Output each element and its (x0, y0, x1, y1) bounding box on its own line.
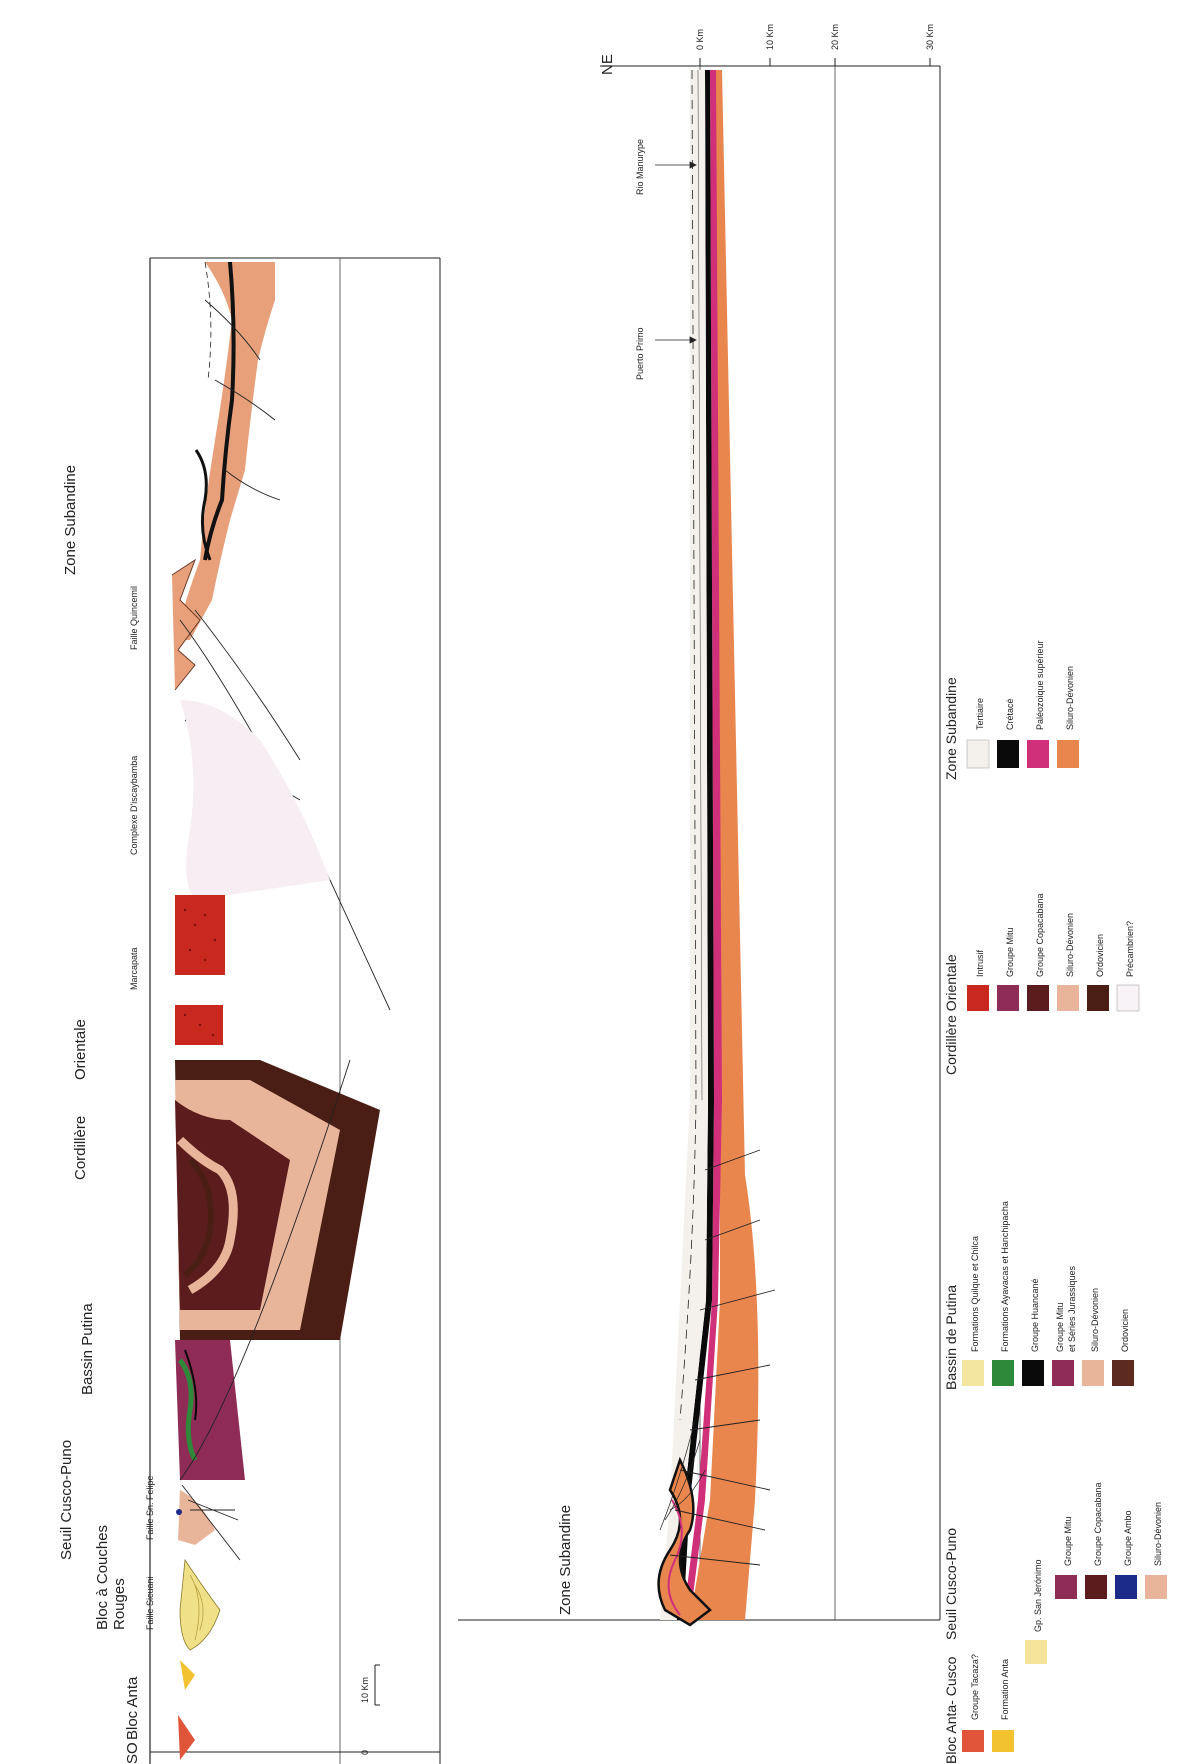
zone-bloc-couches-rouges-label-1: Bloc à Couches (94, 1525, 111, 1630)
zone-bassin-label: Bassin Putina (79, 1303, 96, 1395)
faille-quincemil-label: Faille Quincemil (129, 586, 139, 650)
right-cross-section (458, 58, 940, 1625)
legend-label: Siluro-Dévonien (1153, 1502, 1163, 1566)
depth-label-10: 10 Km (765, 24, 775, 50)
legend-label: Tertiaire (975, 698, 985, 730)
putina-mitu-body (175, 1340, 245, 1480)
legend-label: Groupe Huancané (1030, 1278, 1040, 1352)
legend-label: Crétacé (1005, 698, 1015, 730)
bloc-anta-fold (180, 1660, 195, 1690)
legend-swatch (992, 1730, 1014, 1752)
legend-label: Groupe Mitu (1063, 1516, 1073, 1566)
faille-sicuani-label: Faille Sicuani (145, 1576, 155, 1630)
zone-bloc-couches-rouges-label-2: Rouges (111, 1578, 128, 1630)
orientation-so-label: SO (124, 1742, 141, 1764)
legend-swatch (967, 985, 989, 1011)
legend-group-zone-subandine: Tertiaire Crétacé Paléozoique supérieur … (967, 640, 1079, 768)
legend-swatch (1025, 1640, 1047, 1664)
orientation-ne-label: NE (599, 54, 616, 75)
legend-label: Siluro-Dévonien (1090, 1288, 1100, 1352)
legend-swatch (1117, 985, 1139, 1011)
legend-swatch (1082, 1360, 1104, 1386)
puerto-primo-label: Puerto Primo (635, 327, 645, 380)
legend-swatch (962, 1360, 984, 1386)
legend-title-zone-subandine: Zone Subandine (943, 677, 959, 780)
scale-bar (375, 1665, 380, 1705)
rio-manurype-label: Rio Manurype (635, 139, 645, 195)
legend-label: Gp. San Jerónimo (1033, 1559, 1043, 1632)
right-zone-subandine-label: Zone Subandine (557, 1505, 574, 1615)
legend-swatch (1115, 1575, 1137, 1599)
legend-group-bassin-putina: Formations Quilque et Chilca Formations … (962, 1201, 1134, 1386)
cordillere-precambrien-body (180, 700, 330, 900)
legend-title-bassin-putina: Bassin de Putina (943, 1285, 959, 1390)
right-location-arrows (655, 162, 696, 343)
legend: Bloc Anta- Cusco Groupe Tacaza? Formatio… (943, 640, 1167, 1764)
legend-swatch (1057, 740, 1079, 768)
legend-swatch (1112, 1360, 1134, 1386)
legend-label-line2: et Séries Jurassiques (1067, 1265, 1077, 1352)
zone-cordillere-label-1: Cordillère (72, 1116, 89, 1180)
legend-swatch (997, 740, 1019, 768)
legend-title-seuil-cusco-puno: Seuil Cusco-Puno (943, 1528, 959, 1640)
legend-label: Siluro-Dévonien (1065, 666, 1075, 730)
legend-label: Groupe Ambo (1123, 1510, 1133, 1566)
left-cross-section (150, 258, 440, 1764)
zone-cordillere-label-2: Orientale (72, 1019, 89, 1080)
faille-sn-felipe-label: Faille Sn. Felipe (145, 1475, 155, 1540)
legend-swatch (1052, 1360, 1074, 1386)
depth-label-30: 30 Km (925, 24, 935, 50)
legend-title-bloc-anta-cusco: Bloc Anta- Cusco (943, 1656, 959, 1764)
scale-bar-label: 10 Km (360, 1677, 370, 1703)
legend-label: Siluro-Dévonien (1065, 913, 1075, 977)
legend-group-seuil-cusco-puno: Gp. San Jerónimo Groupe Mitu Groupe Copa… (1025, 1482, 1167, 1664)
scale-bar-zero-label: 0 (360, 1750, 370, 1755)
marcapata-label: Marcapata (129, 947, 139, 990)
legend-label: Paléozoique supérieur (1035, 640, 1045, 730)
couches-rouges-fold (180, 1560, 220, 1650)
legend-title-cordillere-orientale: Cordillère Orientale (943, 954, 959, 1075)
legend-label: Formations Quilque et Chilca (970, 1236, 980, 1352)
legend-label: Groupe Mitu (1005, 927, 1015, 977)
zone-bloc-anta-label: Bloc Anta (124, 1676, 141, 1740)
legend-label: Groupe Copacabana (1093, 1482, 1103, 1566)
marcapata-intrusive-bodies (175, 895, 225, 1045)
legend-label: Ordovicien (1095, 934, 1105, 977)
legend-swatch (1055, 1575, 1077, 1599)
legend-swatch (1022, 1360, 1044, 1386)
legend-swatch (997, 985, 1019, 1011)
legend-swatch (1057, 985, 1079, 1011)
depth-label-20: 20 Km (830, 24, 840, 50)
legend-swatch (992, 1360, 1014, 1386)
legend-group-cordillere-orientale: Intrusif Groupe Mitu Groupe Copacabana S… (967, 893, 1139, 1011)
legend-group-bloc-anta-cusco: Groupe Tacaza? Formation Anta (962, 1654, 1014, 1752)
legend-label: Formations Ayavacas et Hanchipacha (1000, 1201, 1010, 1352)
zone-subandine-label: Zone Subandine (62, 465, 79, 575)
legend-label: Groupe Copacabana (1035, 893, 1045, 977)
zone-seuil-label: Seuil Cusco-Puno (58, 1440, 75, 1560)
legend-label: Groupe Tacaza? (970, 1654, 980, 1720)
legend-label: Intrusif (975, 949, 985, 977)
legend-swatch (967, 740, 989, 768)
legend-label: Ordovicien (1120, 1309, 1130, 1352)
legend-swatch (962, 1730, 984, 1752)
legend-swatch (1145, 1575, 1167, 1599)
complexe-iscaybamba-label: Complexe D'iscaybamba (129, 756, 139, 855)
seuil-siluro-devonien (178, 1490, 215, 1545)
legend-label: Groupe Mitu (1055, 1302, 1065, 1352)
depth-label-0: 0 Km (695, 29, 705, 50)
legend-swatch (1085, 1575, 1107, 1599)
legend-label: Précambrien? (1125, 921, 1135, 977)
legend-label: Formation Anta (1000, 1659, 1010, 1720)
legend-swatch (1087, 985, 1109, 1011)
legend-swatch (1027, 985, 1049, 1011)
legend-swatch (1027, 740, 1049, 768)
